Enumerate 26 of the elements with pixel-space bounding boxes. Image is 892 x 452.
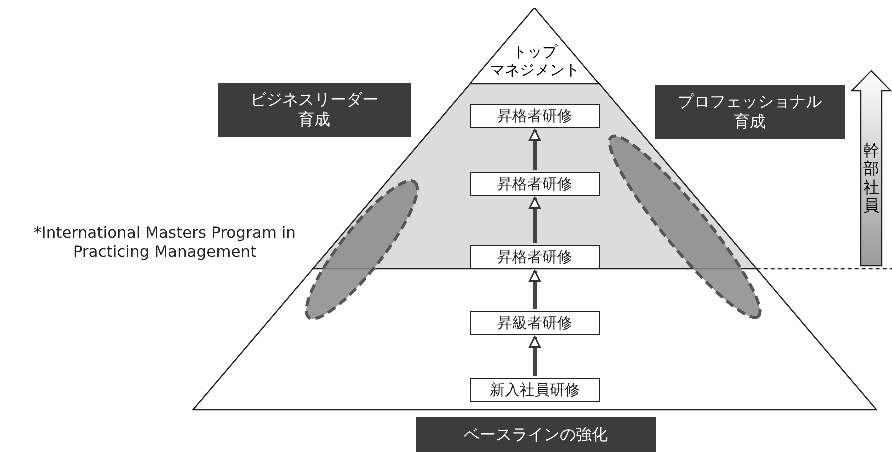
node-label: ビジネスリーダー育成	[250, 90, 380, 130]
training-box	[470, 104, 600, 128]
arrow	[529, 129, 541, 170]
node-label: 昇格者研修	[498, 248, 572, 266]
node-label: 幹部社員	[863, 142, 880, 216]
node-label: マネジメント	[490, 61, 580, 80]
node-label: 新入社員研修	[490, 380, 580, 400]
category-banner	[416, 417, 656, 452]
pyramid-top-triangle	[470, 8, 600, 84]
node-label: 昇格者研修	[498, 174, 572, 194]
training-box	[470, 172, 600, 196]
node-label: ベースラインの強化	[464, 424, 608, 444]
note-text: *International Masters Program in Practicing Management	[33, 224, 297, 262]
category-banner	[218, 83, 411, 137]
node-label: プロフェッショナル育成	[677, 92, 823, 132]
block-arrow	[851, 70, 892, 267]
training-box	[470, 311, 600, 335]
category-banner	[655, 85, 845, 139]
node-label: 昇級者研修	[498, 314, 572, 332]
training-box	[470, 378, 600, 402]
arrow	[529, 336, 541, 376]
node-label: トップ	[512, 42, 558, 62]
arrow	[529, 270, 541, 309]
training-box	[470, 245, 600, 269]
node-label: 昇格者研修	[498, 106, 572, 126]
arrow	[529, 197, 541, 243]
